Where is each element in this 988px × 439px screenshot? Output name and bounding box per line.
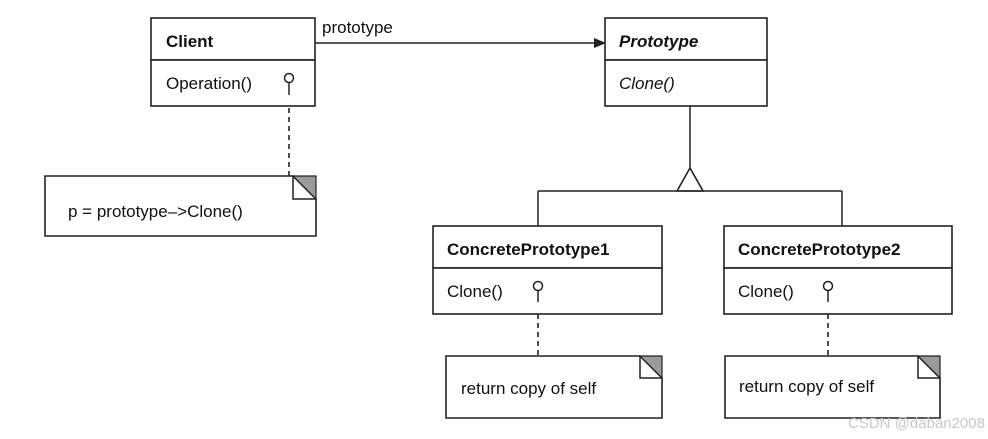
prototype-class-name: Prototype — [619, 32, 698, 51]
association-label: prototype — [322, 18, 393, 37]
client-operation: Operation() — [166, 74, 252, 93]
prototype-operation: Clone() — [619, 74, 675, 93]
client-note-anchor-icon — [283, 72, 295, 84]
association-client-prototype: prototype — [315, 18, 606, 48]
concrete-prototype1-class-name: ConcretePrototype1 — [447, 240, 609, 259]
concrete-prototype2-class-name: ConcretePrototype2 — [738, 240, 900, 259]
client-class: Client Operation() — [150, 17, 316, 107]
client-class-name: Client — [166, 32, 214, 51]
concrete-prototype2-operation: Clone() — [738, 282, 794, 301]
concrete-prototype2-note: return copy of self — [724, 314, 941, 419]
concrete-prototype1-operation: Clone() — [447, 282, 503, 301]
client-note-text: p = prototype–>Clone() — [68, 202, 243, 221]
concrete1-note-anchor-icon — [532, 280, 544, 292]
inheritance-connector — [537, 106, 843, 226]
concrete-prototype1-note-text: return copy of self — [461, 379, 596, 398]
client-note: p = prototype–>Clone() — [44, 108, 317, 237]
watermark: CSDN @daban2008 — [848, 415, 985, 432]
concrete-prototype2-class: ConcretePrototype2 Clone() — [723, 225, 953, 315]
concrete-prototype1-note: return copy of self — [445, 314, 663, 419]
concrete-prototype1-class: ConcretePrototype1 Clone() — [432, 225, 663, 315]
prototype-class: Prototype Clone() — [604, 17, 768, 107]
concrete2-note-anchor-icon — [822, 280, 834, 292]
concrete-prototype2-note-text: return copy of self — [739, 377, 874, 396]
inheritance-triangle-icon — [675, 166, 705, 192]
